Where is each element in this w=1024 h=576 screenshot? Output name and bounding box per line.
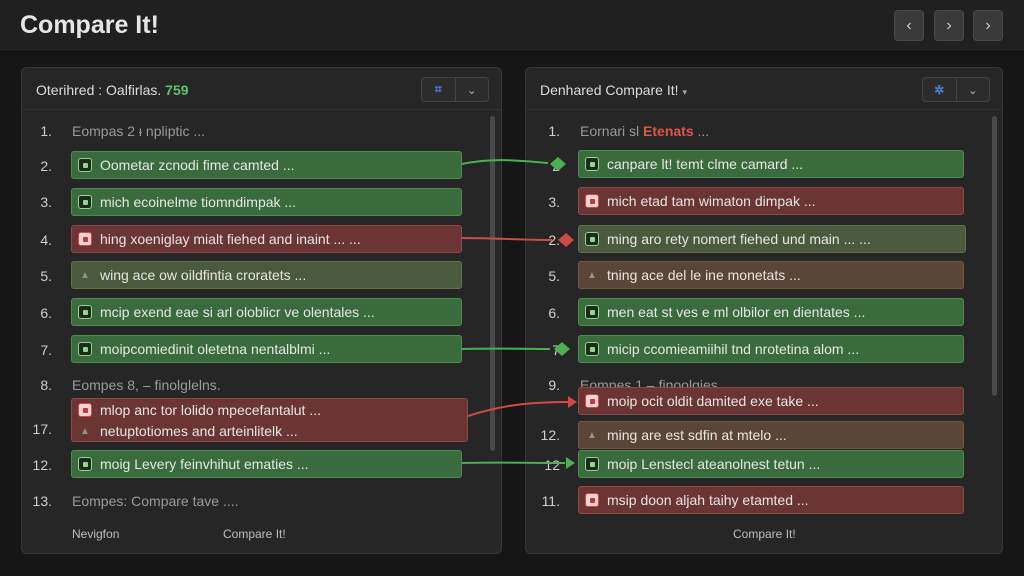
diff-row-added[interactable]: canpare lt! temt clme camard ... <box>578 150 964 178</box>
added-line-icon <box>585 232 599 246</box>
line-number: 17. <box>32 421 52 437</box>
right-compare-panel: Denhared Compare It!▾ ✲ ⌄ 1. Eornari sl … <box>525 67 1003 554</box>
right-footer-label: Compare It! <box>733 527 796 541</box>
next-button[interactable]: › <box>973 10 1003 41</box>
deleted-line-icon <box>78 403 92 417</box>
warning-triangle-icon: ▲ <box>80 425 90 437</box>
warning-triangle-icon: ▲ <box>587 269 597 281</box>
line-number: 2. <box>40 158 52 174</box>
forward-button[interactable]: › <box>934 10 964 41</box>
line-number: 13. <box>32 493 52 509</box>
chevron-right-icon: › <box>946 16 952 34</box>
right-panel-header: Denhared Compare It!▾ ✲ ⌄ <box>526 68 1002 110</box>
diff-row-deleted[interactable]: mich etad tam wimaton dimpak ... <box>578 187 964 215</box>
added-line-icon <box>78 195 92 209</box>
diff-row-deleted[interactable]: hing xoeniglay mialt fiehed and inaint .… <box>71 225 462 253</box>
settings-icon[interactable]: ✲ <box>934 82 945 97</box>
added-line-icon <box>585 457 599 471</box>
line-number: 7. <box>40 342 52 358</box>
line-number: 6. <box>548 305 560 321</box>
right-panel-title[interactable]: Denhared Compare It!▾ <box>540 82 688 98</box>
deleted-line-icon <box>585 194 599 208</box>
left-compare-panel: Oterihred : Oalfirlas. 759 ⌗ ⌄ 1. Eompas… <box>21 67 502 554</box>
deleted-line-icon <box>78 232 92 246</box>
left-view-toolbar: ⌗ ⌄ <box>421 77 489 102</box>
app-title: Compare It! <box>20 11 159 39</box>
diff-row-added[interactable]: micip ccomieamiihil tnd nrotetina alom .… <box>578 335 964 363</box>
line-number: 12. <box>540 427 560 443</box>
chevron-down-icon[interactable]: ⌄ <box>955 78 990 101</box>
line-number: 2. <box>548 232 560 248</box>
chevron-left-icon: ‹ <box>906 16 912 34</box>
line-number: 6. <box>40 305 52 321</box>
line-number: 3. <box>548 194 560 210</box>
navigation-footer-link[interactable]: Nevigfon <box>72 527 120 541</box>
added-line-icon <box>78 305 92 319</box>
left-change-count: 759 <box>165 82 189 98</box>
line-number: 1. <box>40 123 52 139</box>
warning-triangle-icon: ▲ <box>587 429 597 441</box>
left-panel-header: Oterihred : Oalfirlas. 759 ⌗ ⌄ <box>22 68 501 110</box>
diff-row-added[interactable]: mich ecoinelme tiomndimpak ... <box>71 188 462 216</box>
line-number: 12 <box>544 457 560 473</box>
added-line-icon <box>78 457 92 471</box>
deleted-line-icon <box>585 493 599 507</box>
diff-block-deleted[interactable]: mlop anc tor lolido mpecefantalut ... ▲ … <box>71 398 468 442</box>
added-line-icon <box>585 157 599 171</box>
diff-row-modified[interactable]: ▲ wing ace ow oildfintia croratets ... <box>71 261 462 289</box>
line-number: 4. <box>40 232 52 248</box>
left-panel-title: Oterihred : Oalfirlas. 759 <box>36 82 189 98</box>
diff-row-deleted[interactable]: moip ocit oldit damited exe take ... <box>578 387 964 415</box>
section-heading: Eompes: Compare tave .... <box>72 493 239 509</box>
line-number: 9. <box>548 377 560 393</box>
diff-row-deleted[interactable]: msip doon aljah taihy etamted ... <box>578 486 964 514</box>
added-line-icon <box>78 342 92 356</box>
section-heading: Eompas 2 ᵻ npliptic ... <box>72 123 206 139</box>
section-heading: Eompes 8, – finolglelns. <box>72 377 221 393</box>
diff-row-modified[interactable]: ming aro rety nomert fiehed und main ...… <box>578 225 966 253</box>
added-line-icon <box>78 158 92 172</box>
right-scrollbar[interactable] <box>992 116 997 396</box>
diff-row-added[interactable]: Oometar zcnodi fime camted ... <box>71 151 462 179</box>
diff-row-added[interactable]: mcip exend eae si arl oloblicr ve olenta… <box>71 298 462 326</box>
diff-row-added[interactable]: moipcomiedinit oletetna nentalblmi ... <box>71 335 462 363</box>
diff-row-added[interactable]: men eat st ves e ml olbilor en dientates… <box>578 298 964 326</box>
right-view-toolbar: ✲ ⌄ <box>922 77 990 102</box>
diff-row-added[interactable]: moig Levery feinvhihut ematies ... <box>71 450 462 478</box>
added-line-icon <box>585 342 599 356</box>
chevron-right-icon: › <box>985 16 991 34</box>
back-button[interactable]: ‹ <box>894 10 924 41</box>
line-number: 5. <box>548 268 560 284</box>
section-heading: Eornari sl Etenats ... <box>580 123 710 139</box>
line-number: 12. <box>32 457 52 473</box>
added-line-icon <box>585 305 599 319</box>
line-number: 1. <box>548 123 560 139</box>
title-bar: Compare It! ‹ › › <box>0 0 1024 52</box>
line-number: 11. <box>541 493 560 509</box>
left-scrollbar[interactable] <box>490 116 495 451</box>
line-number: 3. <box>40 194 52 210</box>
caret-down-icon: ▾ <box>682 87 688 97</box>
line-number: 2 <box>552 158 560 174</box>
warning-triangle-icon: ▲ <box>80 269 90 281</box>
deleted-line-icon <box>585 394 599 408</box>
chevron-down-icon[interactable]: ⌄ <box>454 78 489 101</box>
left-footer-label: Compare It! <box>223 527 286 541</box>
line-number: 7 <box>552 342 560 358</box>
diff-row-added[interactable]: moip Lenstecl ateanolnest tetun ... <box>578 450 964 478</box>
diff-row-modified[interactable]: ▲ tning ace del le ine monetats ... <box>578 261 964 289</box>
grid-icon[interactable]: ⌗ <box>434 82 442 96</box>
line-number: 8. <box>40 377 52 393</box>
line-number: 5. <box>40 268 52 284</box>
diff-row-modified[interactable]: ▲ ming are est sdfin at mtelo ... <box>578 421 964 449</box>
